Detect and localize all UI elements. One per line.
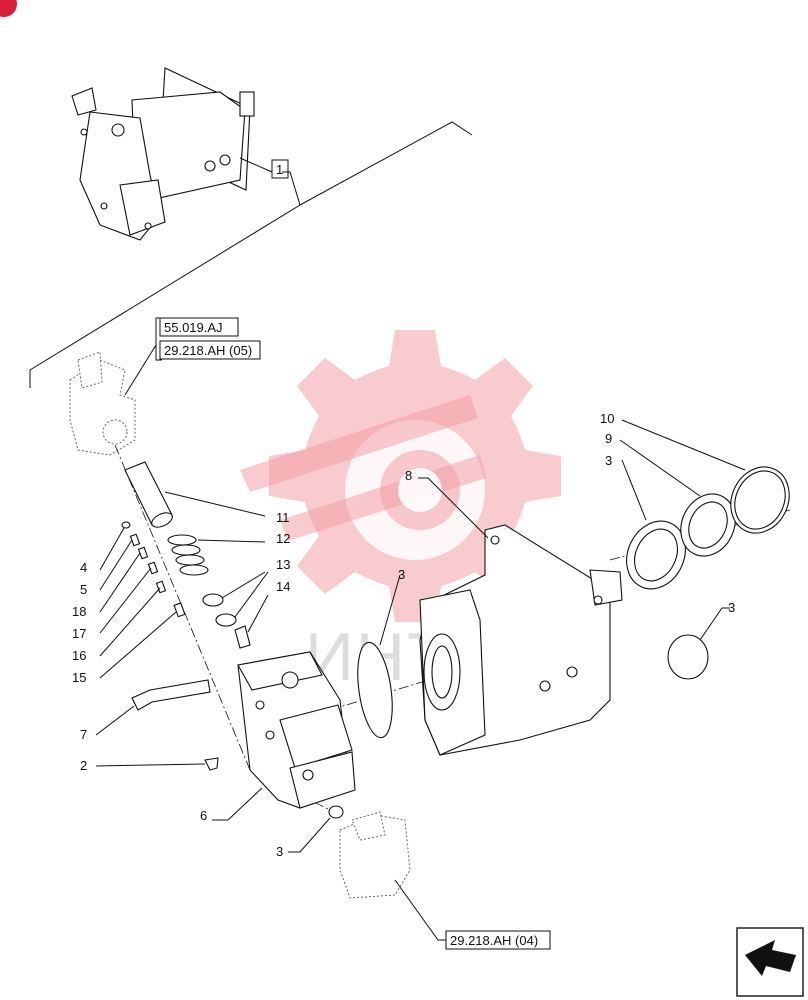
watermark-logo [240,330,561,622]
label-18: 18 [72,604,86,619]
ref-box-b [159,340,261,360]
label-3-b: 3 [605,453,612,468]
ref-box-a [159,317,239,337]
label-2: 2 [80,758,87,773]
ghost-valve-top [69,351,136,456]
label-16: 16 [72,648,86,663]
ref-c: 29.218.AH (04) [450,933,538,948]
label-3-d: 3 [276,844,283,859]
label-9: 9 [605,431,612,446]
label-10: 10 [600,411,614,426]
label-13: 13 [276,557,290,572]
ghost-valve-bottom [339,811,411,899]
label-15: 15 [72,670,86,685]
label-4: 4 [80,560,87,575]
ref-a: 55.019.AJ [164,320,223,335]
oring-3-small [328,805,344,819]
corner-badge [0,0,17,17]
label-17: 17 [72,626,86,641]
bolt-7 [131,679,211,711]
label-6: 6 [200,808,207,823]
ref-b: 29.218.AH (05) [164,343,252,358]
oring-13a [202,593,224,607]
label-11: 11 [276,510,290,525]
label-8: 8 [405,468,412,483]
plug-2 [204,757,219,771]
assembly-ref: 1 [276,162,283,177]
spring [167,534,209,576]
ref-box-c [445,930,551,950]
label-5: 5 [80,582,87,597]
fitting-14 [234,625,251,649]
label-3-c: 3 [728,600,735,615]
oring-3-large [357,641,393,739]
label-14: 14 [276,579,290,594]
oring-13b [215,613,237,627]
label-3-a: 3 [398,567,405,582]
motor-housing [419,524,623,756]
arrow-icon[interactable] [736,927,804,997]
label-12: 12 [276,531,290,546]
label-7: 7 [80,727,87,742]
valve-block [237,651,356,809]
assembly-view [71,67,255,241]
oring-3-right [667,634,709,680]
assembly-ref-box [271,159,289,179]
